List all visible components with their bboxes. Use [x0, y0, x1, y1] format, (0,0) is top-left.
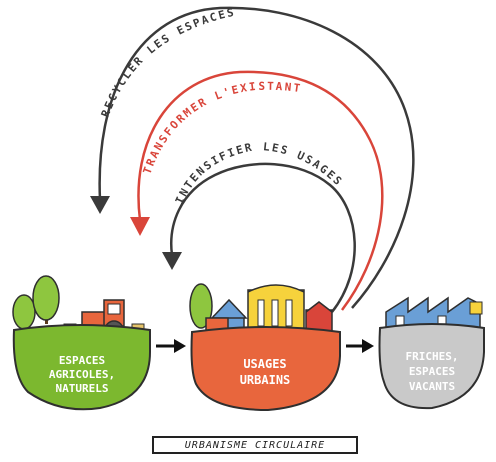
agricultural-label-line-1: ESPACES: [59, 354, 105, 367]
flow-arrow-1: [156, 339, 186, 353]
wasteland-label-line-3: VACANTS: [409, 380, 455, 393]
tree-icon: [189, 283, 213, 329]
transform-arrowhead-icon: [130, 217, 150, 236]
wasteland-label-line-1: FRICHES,: [406, 350, 459, 363]
caption-box: URBANISME CIRCULAIRE: [152, 436, 358, 454]
intensify-arrow-label: INTENSIFIER LES USAGES: [173, 140, 346, 206]
agricultural-island: ESPACES AGRICOLES, NATURELS: [12, 275, 151, 411]
urban-island: USAGES URBAINS: [189, 283, 341, 412]
wasteland-label-line-2: ESPACES: [409, 365, 455, 378]
tree-icon: [32, 275, 60, 324]
right-arrow-icon: [362, 339, 374, 353]
urban-label-line-1: USAGES: [243, 357, 286, 371]
right-arrow-icon: [174, 339, 186, 353]
flow-arrow-2: [346, 339, 374, 353]
wasteland-island: FRICHES, ESPACES VACANTS: [378, 296, 485, 410]
agricultural-label-line-3: NATURELS: [56, 382, 109, 395]
transform-arrow: [130, 70, 384, 311]
intensify-arrow: [162, 162, 356, 313]
tree-icon: [12, 294, 36, 330]
urban-label-line-2: URBAINS: [240, 373, 291, 387]
caption-text: URBANISME CIRCULAIRE: [184, 439, 326, 451]
agricultural-label-line-2: AGRICOLES,: [49, 368, 115, 381]
intensify-arrowhead-icon: [162, 252, 182, 270]
recycle-arrowhead-icon: [90, 196, 110, 214]
recycle-arrow: [90, 6, 415, 309]
